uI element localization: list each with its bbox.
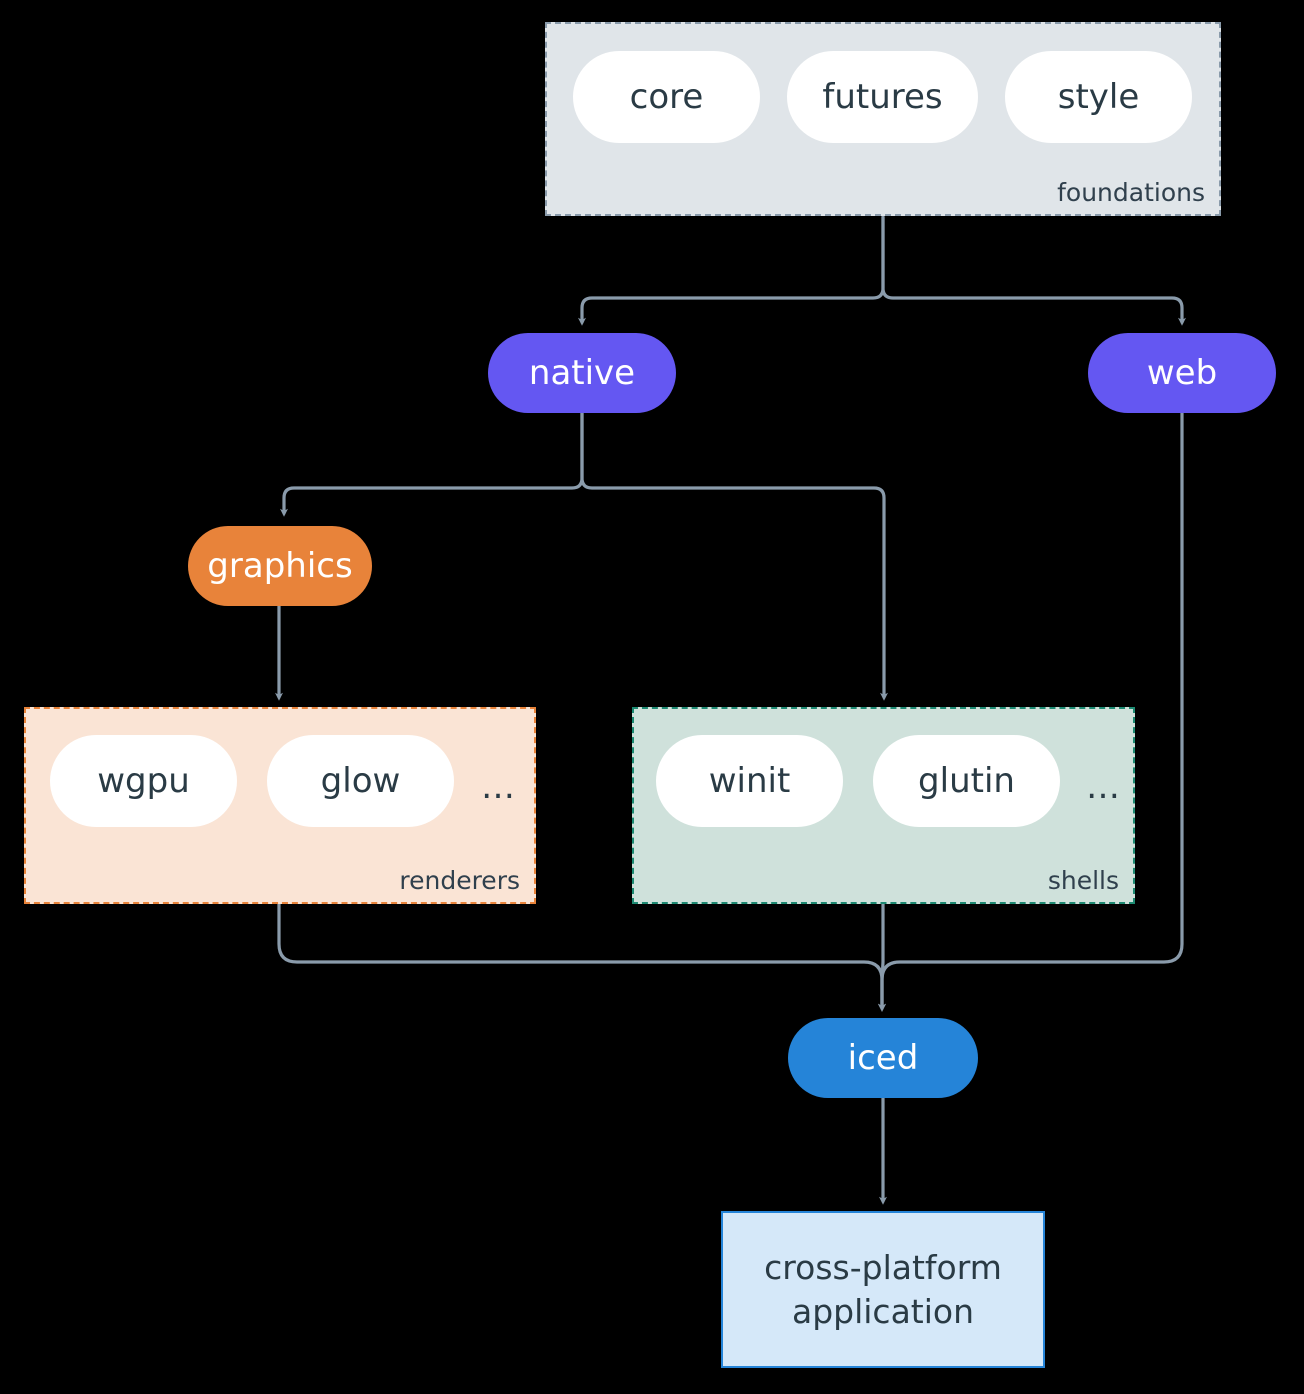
- node-glutin[interactable]: glutin: [873, 735, 1060, 827]
- node-winit[interactable]: winit: [656, 735, 843, 827]
- node-glow[interactable]: glow: [267, 735, 454, 827]
- node-iced[interactable]: iced: [788, 1018, 978, 1098]
- node-iced-label: iced: [847, 1038, 919, 1078]
- node-wgpu-label: wgpu: [97, 761, 190, 801]
- edge-native-shells: [580, 411, 888, 701]
- node-core-label: core: [629, 77, 704, 117]
- node-graphics-label: graphics: [207, 546, 353, 586]
- edge-renderers-iced: [277, 902, 886, 1012]
- cluster-renderers-label: renderers: [399, 865, 520, 895]
- cluster-foundations-label: foundations: [1057, 177, 1205, 207]
- node-web-label: web: [1146, 353, 1218, 393]
- node-graphics[interactable]: graphics: [188, 526, 372, 606]
- node-renderers-more: …: [481, 767, 516, 807]
- node-application-label-line1: cross-platform: [764, 1247, 1002, 1287]
- edge-native-graphics: [280, 411, 584, 517]
- node-style[interactable]: style: [1005, 51, 1192, 143]
- edge-foundations-native: [578, 215, 885, 326]
- edge-web-iced: [878, 411, 1184, 1012]
- node-style-label: style: [1057, 77, 1140, 117]
- node-native[interactable]: native: [488, 333, 676, 413]
- node-wgpu[interactable]: wgpu: [50, 735, 237, 827]
- node-glow-label: glow: [320, 761, 401, 801]
- cluster-shells-label: shells: [1047, 865, 1119, 895]
- node-futures[interactable]: futures: [787, 51, 978, 143]
- node-application[interactable]: cross-platform application: [721, 1211, 1045, 1368]
- node-futures-label: futures: [822, 77, 943, 117]
- node-core[interactable]: core: [573, 51, 760, 143]
- node-glutin-label: glutin: [918, 761, 1015, 801]
- node-application-label-line2: application: [791, 1291, 975, 1331]
- node-winit-label: winit: [708, 761, 791, 801]
- node-native-label: native: [528, 353, 636, 393]
- edge-foundations-web: [881, 215, 1186, 326]
- node-web[interactable]: web: [1088, 333, 1276, 413]
- node-shells-more: …: [1086, 767, 1121, 807]
